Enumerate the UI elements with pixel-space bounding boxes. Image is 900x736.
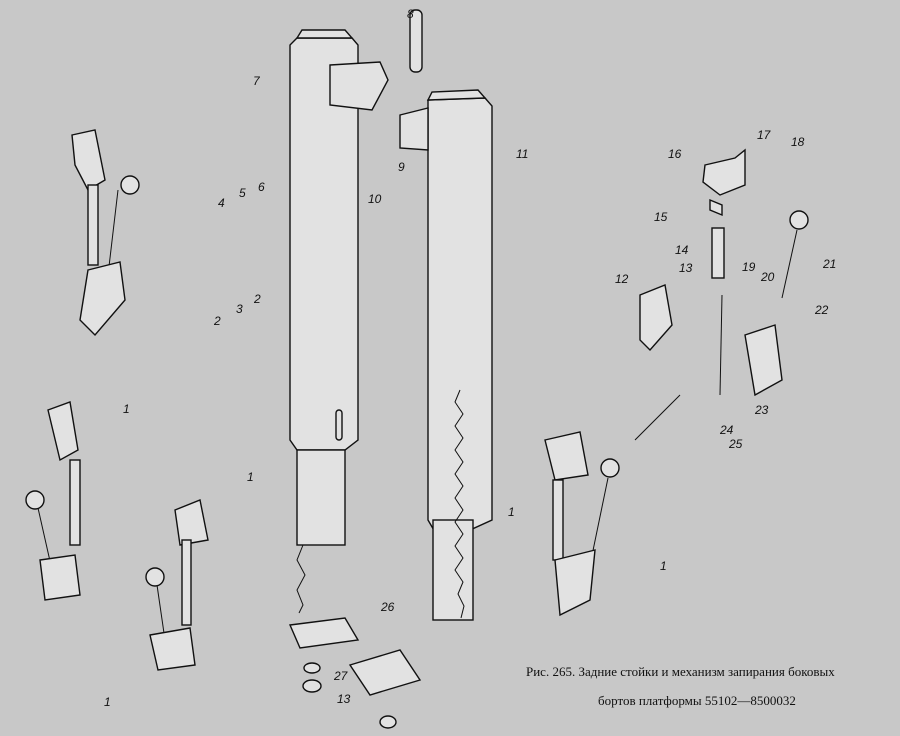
part-label: 1 — [104, 695, 111, 709]
part-label: 10 — [368, 192, 382, 206]
pin-8 — [409, 9, 423, 73]
part-label: 1 — [660, 559, 667, 573]
part-label: 26 — [381, 600, 395, 614]
part-label: 2 — [214, 314, 221, 328]
part-label: 3 — [236, 302, 243, 316]
part-label: 4 — [218, 196, 225, 210]
locking-mechanism-right-exploded — [634, 148, 809, 441]
locking-mechanism-right-assembled — [544, 431, 620, 617]
part-label: 23 — [755, 403, 769, 417]
part-label: 18 — [791, 135, 805, 149]
part-label: 22 — [815, 303, 829, 317]
part-label: 19 — [742, 260, 756, 274]
part-label: 2 — [254, 292, 261, 306]
part-label: 17 — [757, 128, 771, 142]
plate-26a — [288, 617, 360, 649]
part-label: 16 — [668, 147, 682, 161]
plate-26b — [348, 649, 422, 696]
part-label: 6 — [258, 180, 265, 194]
part-label: 12 — [615, 272, 629, 286]
rear-post-11 — [399, 89, 493, 621]
part-label: 5 — [239, 186, 246, 200]
part-label: 14 — [675, 243, 689, 257]
part-label: 11 — [516, 147, 529, 161]
part-label: 25 — [729, 437, 743, 451]
figure-caption-line2: бортов платформы 55102—8500032 — [598, 693, 796, 708]
part-label: 15 — [654, 210, 668, 224]
part-label: 13 — [337, 692, 351, 706]
part-label: 21 — [823, 257, 837, 271]
part-label: 1 — [123, 402, 130, 416]
part-label: 20 — [761, 270, 775, 284]
part-label: 27 — [334, 669, 348, 683]
part-label: 9 — [398, 160, 405, 174]
part-label: 13 — [679, 261, 693, 275]
part-label: 7 — [253, 74, 260, 88]
locking-mechanism-lower-left — [25, 401, 209, 671]
part-label: 8 — [407, 7, 414, 21]
rear-post-7 — [289, 29, 389, 614]
figure-caption-line1: Рис. 265. Задние стойки и механизм запир… — [526, 664, 835, 679]
part-label: 1 — [247, 470, 254, 484]
part-label: 24 — [720, 423, 734, 437]
locking-mechanism-upper-left — [71, 129, 140, 337]
part-label: 1 — [508, 505, 515, 519]
